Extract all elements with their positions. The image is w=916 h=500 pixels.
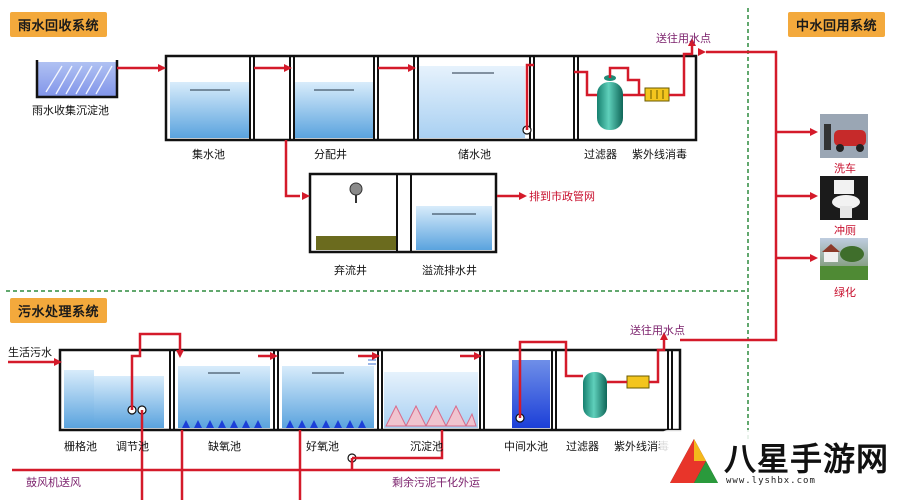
settle-cones: [385, 404, 477, 427]
label-storage-pool: 储水池: [458, 148, 491, 161]
sewage-row: [58, 348, 682, 463]
valve: [349, 182, 363, 196]
label-rain-collect-tank: 雨水收集沉淀池: [32, 104, 109, 117]
label-sewage-to-points: 送往用水点: [630, 324, 685, 337]
car-wash-image: [820, 114, 868, 158]
sewage-pipes: [8, 50, 812, 500]
label-distribute-well: 分配井: [314, 148, 347, 161]
label-middle-pool: 中间水池: [504, 440, 548, 453]
greening-image: [820, 238, 868, 280]
label-discard-well: 弃流井: [334, 264, 367, 277]
label-sludge: 剩余污泥干化外运: [392, 476, 480, 489]
label-anoxic-pool: 缺氧池: [208, 440, 241, 453]
diffusers: [182, 420, 366, 428]
toilet-image: [820, 176, 868, 220]
label-uv-2: 紫外线消毒: [614, 440, 669, 453]
label-aerobic-pool: 好氧池: [306, 440, 339, 453]
filter-tank-2: [583, 372, 607, 418]
rain-arrows: [158, 38, 696, 200]
label-filter: 过滤器: [584, 148, 617, 161]
label-uv: 紫外线消毒: [632, 148, 687, 161]
label-gather-pool: 集水池: [192, 148, 225, 161]
rain-lower-row: [308, 172, 498, 254]
rain-main-row: [164, 54, 698, 142]
label-to-municipal: 排到市政管网: [529, 190, 595, 203]
label-domestic-sewage: 生活污水: [8, 346, 52, 359]
label-overflow-well: 溢流排水井: [422, 264, 477, 277]
rain-collect-tank: [35, 60, 119, 99]
label-adjust-pool: 调节池: [116, 440, 149, 453]
filter-tank: [597, 82, 623, 130]
label-grid-pool: 栅格池: [64, 440, 97, 453]
title-rain-system: 雨水回收系统: [10, 12, 108, 37]
uv-box-2: [626, 375, 650, 389]
watermark-url: www.lyshbx.com: [726, 476, 816, 486]
label-filter-2: 过滤器: [566, 440, 599, 453]
label-car-wash: 洗车: [834, 162, 856, 175]
sewage-arrows: [54, 48, 818, 366]
title-reuse-system: 中水回用系统: [788, 12, 886, 37]
label-rain-to-points: 送往用水点: [656, 32, 711, 45]
title-sewage-system: 污水处理系统: [10, 298, 108, 323]
label-settle-pool: 沉淀池: [410, 440, 443, 453]
watermark-logo-icon: [670, 439, 718, 483]
label-blower: 鼓风机送风: [26, 476, 81, 489]
watermark-text: 八星手游网: [724, 440, 890, 478]
watermark: 八星手游网 www.lyshbx.com: [660, 430, 910, 496]
label-greening: 绿化: [834, 286, 856, 299]
label-toilet-flush: 冲厕: [834, 224, 856, 237]
